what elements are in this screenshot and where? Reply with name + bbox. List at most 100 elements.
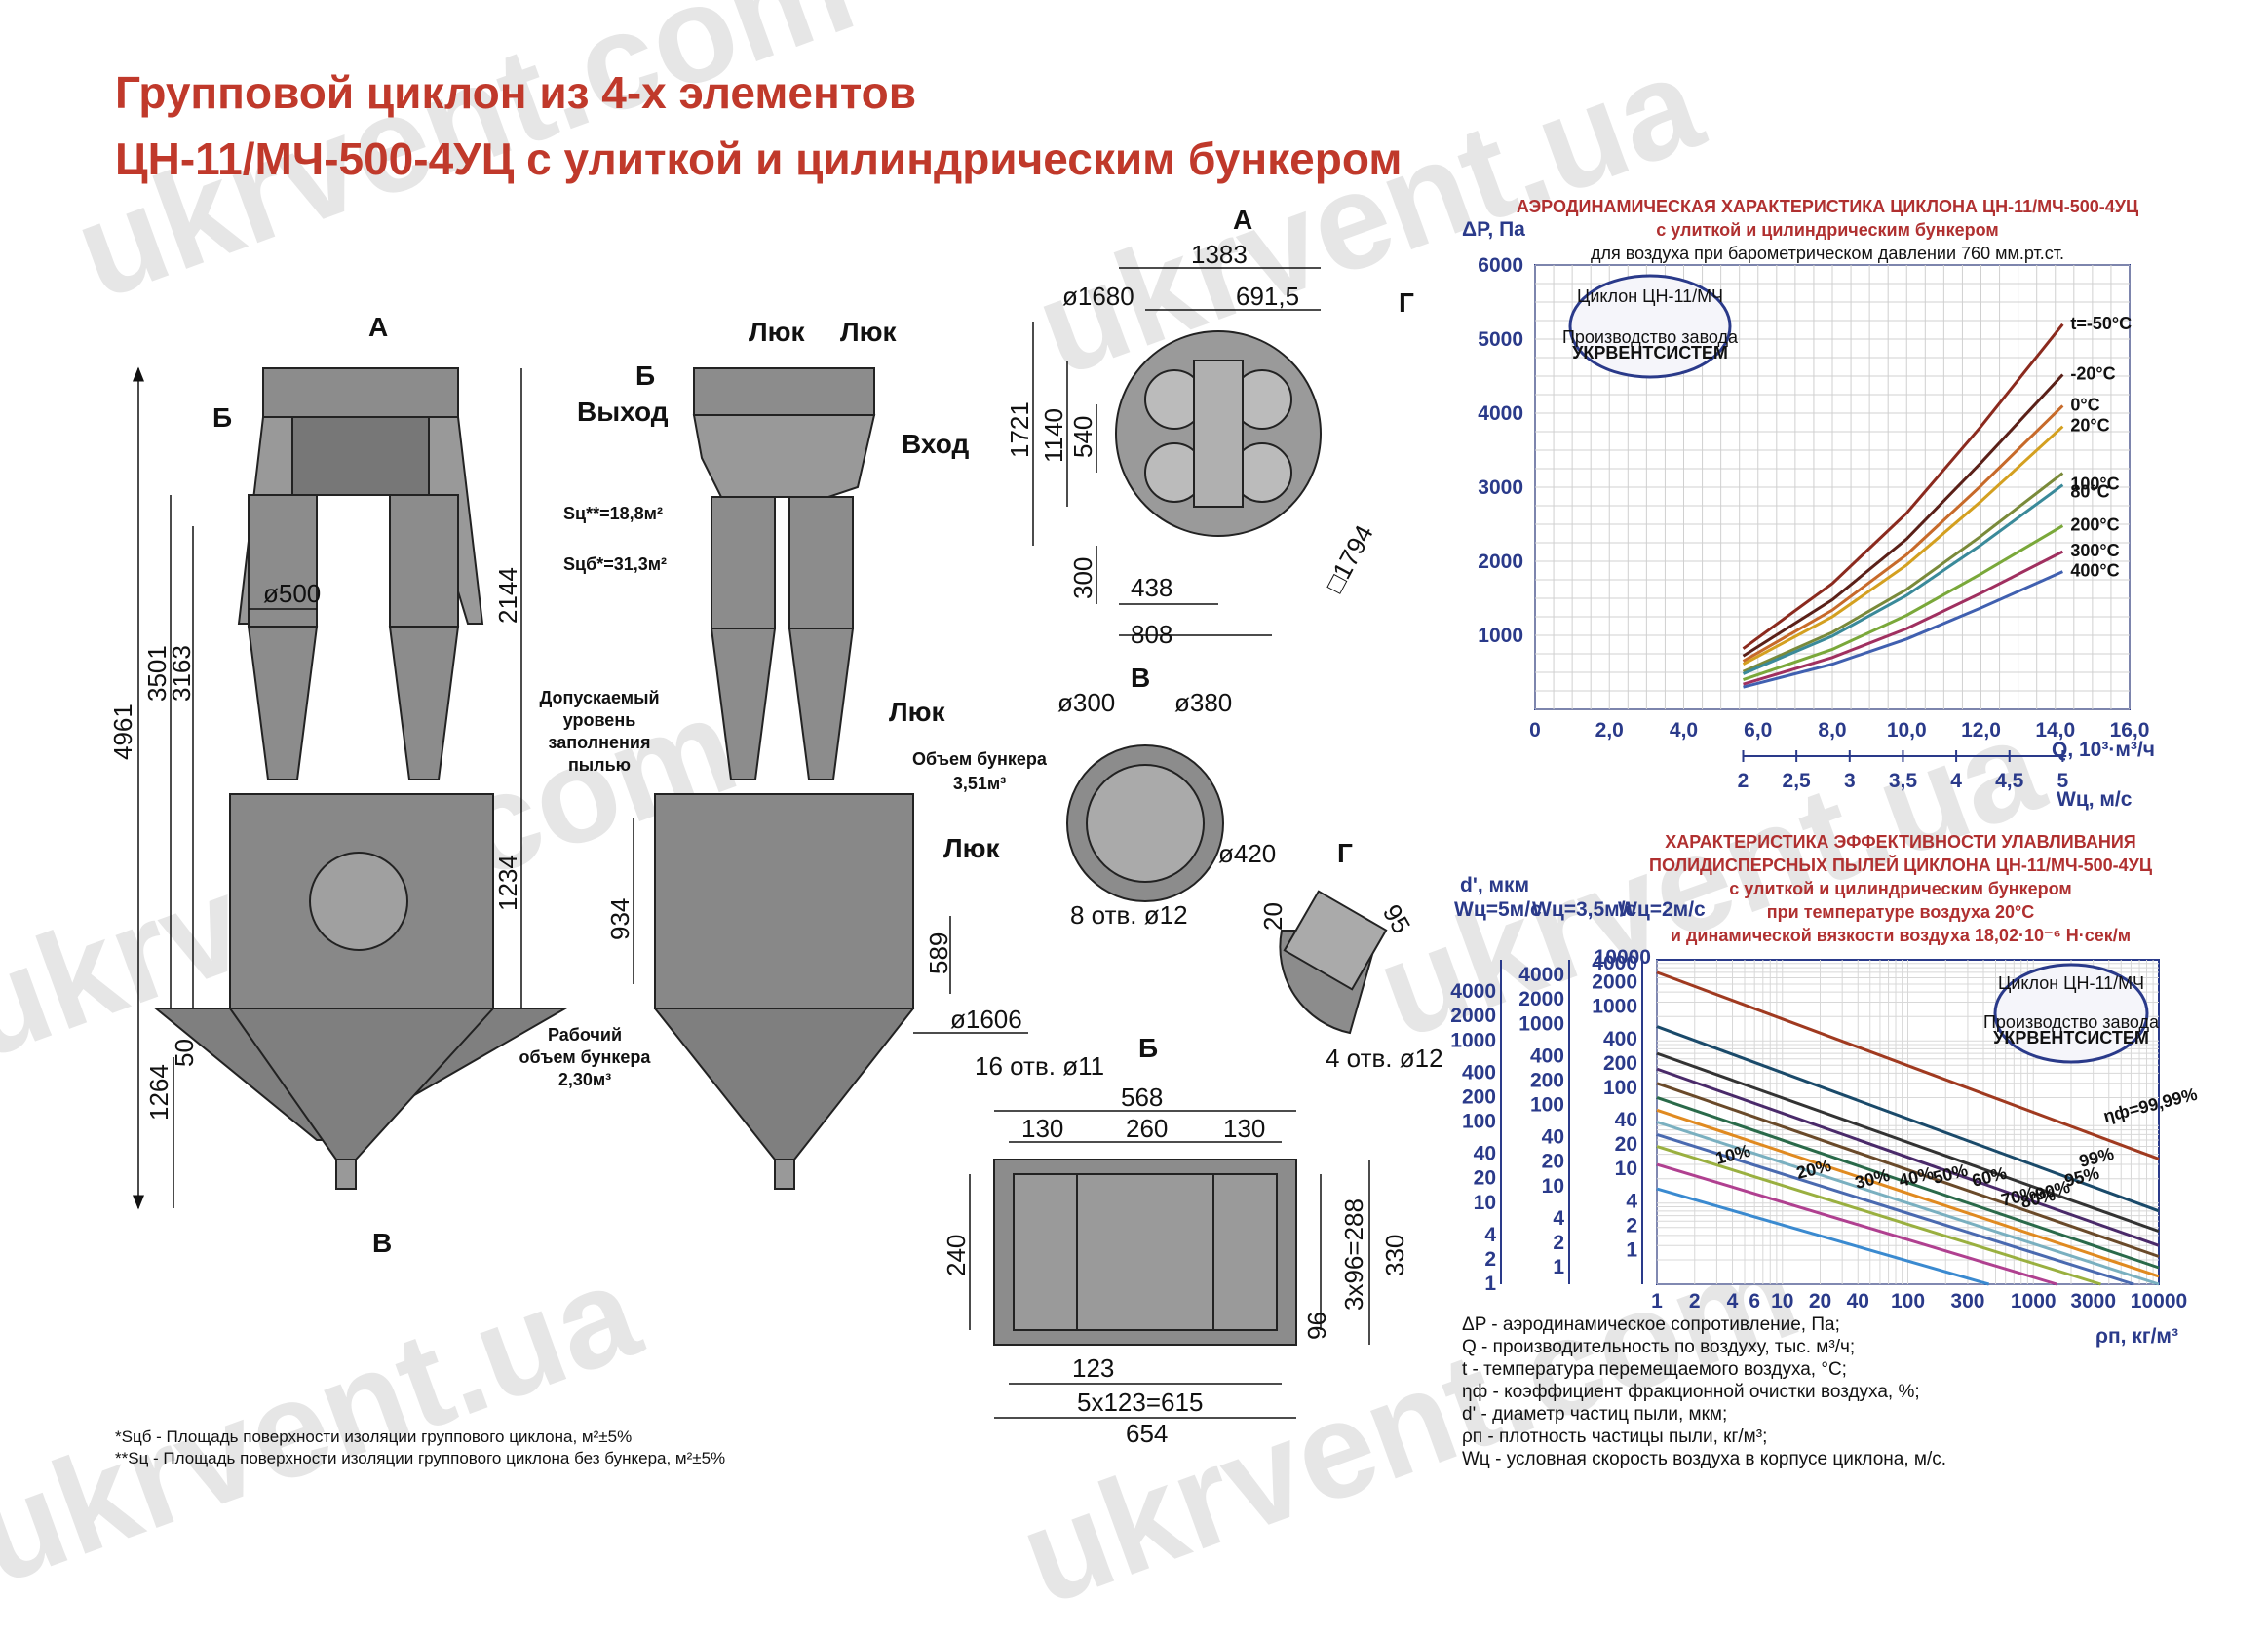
label-g: Г xyxy=(1399,287,1414,318)
chart1-series-line xyxy=(1742,323,2064,650)
svg-text:ПОЛИДИСПЕРСНЫХ ПЫЛЕЙ ЦИКЛОНА Ц: ПОЛИДИСПЕРСНЫХ ПЫЛЕЙ ЦИКЛОНА ЦН-11/МЧ-50… xyxy=(1649,855,2153,875)
chart1-titles: АЭРОДИНАМИЧЕСКАЯ ХАРАКТЕРИСТИКА ЦИКЛОНА … xyxy=(1517,197,2139,263)
chart2-y-tick: 100 xyxy=(1462,1111,1496,1133)
legend-item: ηф - коэффициент фракционной очистки воз… xyxy=(1462,1382,1920,1402)
svg-text:Циклон ЦН-11/МЧ: Циклон ЦН-11/МЧ xyxy=(1577,286,1723,306)
label-v: В xyxy=(372,1228,392,1258)
chart1-y-tick: 1000 xyxy=(1478,625,1523,647)
chart2-y-tick: 4000 xyxy=(1450,980,1496,1003)
svg-text:с улиткой и цилиндрическим бун: с улиткой и цилиндрическим бункером xyxy=(1656,220,1998,240)
dim-2144: 2144 xyxy=(493,567,522,624)
chart1-x-tick: 16,0 xyxy=(2110,719,2150,742)
svg-text:Wц=2м/с: Wц=2м/с xyxy=(1618,898,1706,921)
front-view xyxy=(153,367,569,1190)
holes-g: 4 отв. ø12 xyxy=(1326,1044,1443,1073)
view-b xyxy=(993,1159,1297,1346)
footnote-1: *Sцб - Площадь поверхности изоляции груп… xyxy=(115,1427,633,1446)
chart2-y-tick-top: 10000 xyxy=(1595,946,1651,969)
label-luk-1: Люк xyxy=(749,317,806,347)
top-view-dims xyxy=(1032,267,1321,636)
chart1-series-label: 80°C xyxy=(2070,482,2109,502)
side-view-dimensions xyxy=(633,818,1028,1034)
chart1-x2-tick: 4 xyxy=(1950,770,1962,792)
chart2-series-line xyxy=(1656,1096,2160,1270)
chart2-series-line xyxy=(1656,1121,2160,1286)
dim-3163: 3163 xyxy=(167,645,196,702)
legend-item: t - температура перемещаемого воздуха, °… xyxy=(1462,1359,1847,1380)
label-b: Б xyxy=(212,402,232,433)
chart2-y-tick: 2 xyxy=(1626,1214,1637,1237)
page-title-line1: Групповой циклон из 4-х элементов xyxy=(115,67,917,118)
chart2-y-tick: 4 xyxy=(1484,1224,1496,1246)
chart2-y-tick: 1 xyxy=(1484,1273,1496,1295)
chart1-y-tick: 3000 xyxy=(1478,476,1523,499)
dust-level-text: Допускаемый уровень заполнения пылью xyxy=(539,688,659,775)
svg-text:ХАРАКТЕРИСТИКА ЭФФЕКТИВНОСТИ У: ХАРАКТЕРИСТИКА ЭФФЕКТИВНОСТИ УЛАВЛИВАНИЯ xyxy=(1665,832,2135,852)
chart2-y-tick: 400 xyxy=(1603,1028,1637,1050)
chart1-x2-tick: 2,5 xyxy=(1783,770,1812,792)
chart2-y-tick: 1000 xyxy=(1518,1012,1564,1035)
legend-item: ρп - плотность частицы пыли, кг/м³; xyxy=(1462,1427,1768,1447)
chart2-y-tick: 400 xyxy=(1462,1061,1496,1084)
svg-text:Рабочий: Рабочий xyxy=(548,1025,622,1045)
chart1-series-label: 300°C xyxy=(2070,541,2119,560)
svg-text:Производство завода: Производство завода xyxy=(1562,327,1739,347)
label-luk-3: Люк xyxy=(889,697,946,727)
chart1-series-line xyxy=(1743,570,2063,689)
bunker-volume-text: Объем бункера 3,51м³ xyxy=(912,749,1048,793)
dim-d1680: ø1680 xyxy=(1062,282,1134,311)
chart1-y-tick: 2000 xyxy=(1478,551,1523,573)
dim-5x123: 5x123=615 xyxy=(1077,1388,1203,1417)
chart2-titles: ХАРАКТЕРИСТИКА ЭФФЕКТИВНОСТИ УЛАВЛИВАНИЯ… xyxy=(1649,832,2153,945)
dim-3x96: 3x96=288 xyxy=(1339,1198,1368,1311)
label-luk-4: Люк xyxy=(943,833,1001,863)
label-luk-2: Люк xyxy=(840,317,898,347)
holes-b: 16 отв. ø11 xyxy=(975,1051,1104,1081)
dim-691-5: 691,5 xyxy=(1236,282,1299,311)
dim-1140: 1140 xyxy=(1039,408,1068,463)
svg-text:УКРВЕНТСИСТЕМ: УКРВЕНТСИСТЕМ xyxy=(1572,343,1728,362)
chart2-series-line xyxy=(1656,1132,2134,1286)
label-vhod: Вход xyxy=(902,429,969,459)
dim-568: 568 xyxy=(1121,1083,1163,1112)
dim-96: 96 xyxy=(1302,1312,1331,1340)
view-v xyxy=(1066,744,1224,902)
chart1-x-tick: 14,0 xyxy=(2035,719,2075,742)
chart2-x-tick: 100 xyxy=(1891,1290,1925,1313)
s-cb: Sцб*=31,3м² xyxy=(563,554,667,574)
chart2-y-tick: 40 xyxy=(1542,1126,1564,1149)
chart1-x-tick: 4,0 xyxy=(1670,719,1698,742)
chart2-x-tick: 2 xyxy=(1689,1290,1701,1313)
chart2-y-tick: 1 xyxy=(1626,1238,1637,1261)
dim-1794: □1794 xyxy=(1320,520,1379,597)
chart2-y-tick: 10 xyxy=(1542,1175,1564,1198)
chart1-x-tick: 8,0 xyxy=(1818,719,1846,742)
chart2-y-tick: 2000 xyxy=(1592,971,1637,994)
view-g xyxy=(1279,890,1388,1035)
chart2-x-tick: 40 xyxy=(1847,1290,1869,1313)
side-view xyxy=(652,367,916,1190)
label-g-view: Г xyxy=(1337,838,1353,868)
chart1-x-tick: 10,0 xyxy=(1887,719,1927,742)
chart2-series-line xyxy=(1656,1145,2101,1286)
label-v-view: В xyxy=(1131,663,1150,693)
chart1-x2label: Wц, м/с xyxy=(2057,788,2133,811)
chart2-series-line xyxy=(1656,1051,2160,1234)
chart1-x-tick: 6,0 xyxy=(1744,719,1772,742)
chart1-y-tick: 6000 xyxy=(1478,254,1523,277)
chart2-y-tick: 20 xyxy=(1542,1151,1564,1173)
chart2-y-tick: 2000 xyxy=(1518,988,1564,1010)
svg-text:для воздуха при барометрическо: для воздуха при барометрическом давлении… xyxy=(1591,244,2064,263)
chart1-y-tick: 4000 xyxy=(1478,402,1523,425)
chart1-series-label: 400°C xyxy=(2070,561,2119,581)
dim-3501: 3501 xyxy=(142,645,172,702)
dim-d380: ø380 xyxy=(1174,688,1232,717)
dim-123: 123 xyxy=(1072,1353,1114,1383)
legend-item: d' - диаметр частиц пыли, мкм; xyxy=(1462,1404,1728,1425)
dim-1383: 1383 xyxy=(1191,240,1248,269)
chart2-y-tick: 2 xyxy=(1484,1248,1496,1271)
chart1-stamp: Циклон ЦН-11/МЧ Производство завода УКРВ… xyxy=(1562,274,1739,379)
legend-item: Q - производительность по воздуху, тыс. … xyxy=(1462,1337,1856,1357)
svg-text:и динамической вязкости воздух: и динамической вязкости воздуха 18,02·10… xyxy=(1671,926,2131,945)
